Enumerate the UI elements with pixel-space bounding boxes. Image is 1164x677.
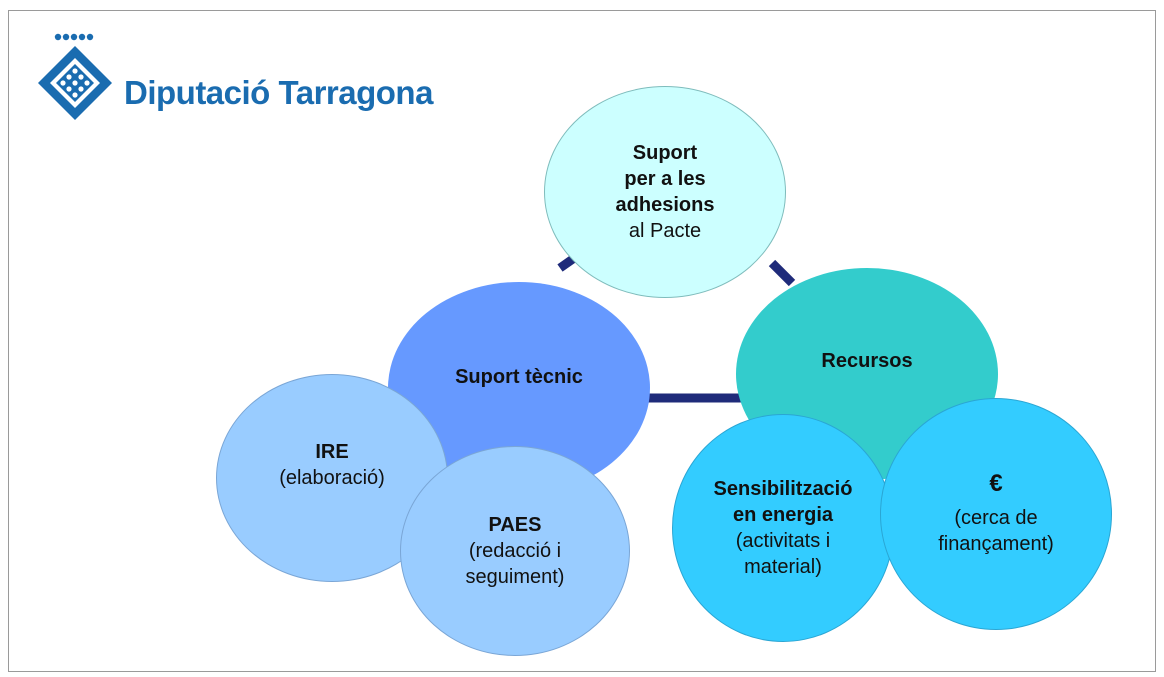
brand-name: Diputació Tarragona [124,74,433,111]
node-paes-sub2: seguiment) [465,566,565,588]
node-suport-adhesions: Suport per a les adhesions al Pacte [544,86,786,298]
logo-dots-icon [54,33,94,41]
node-adhesions-line3: adhesions [615,194,715,216]
node-recursos-title: Recursos [821,350,913,372]
node-sensibilitzacio-sub2: material) [744,556,822,578]
node-paes-sub1: (redacció i [468,540,562,562]
node-adhesions-line2: per a les [624,168,706,190]
node-financament: € (cerca de finançament) [880,398,1112,630]
brand-logo: Diputació Tarragona [36,32,476,142]
node-sensibilitzacio-sub1: (activitats i [735,530,831,552]
node-financament-title: € [989,470,1003,497]
node-sensibilitzacio-title2: en energia [732,504,834,526]
node-sensibilitzacio-title1: Sensibilització [713,478,853,500]
node-financament-sub1: (cerca de [954,507,1038,529]
node-adhesions-line4: al Pacte [628,220,702,242]
node-tecnic-title: Suport tècnic [455,366,583,388]
node-ire-title: IRE [315,441,349,463]
node-paes: PAES (redacció i seguiment) [400,446,630,656]
node-financament-sub2: finançament) [938,533,1054,555]
diputacio-diamond-logo-icon [38,46,112,120]
node-paes-title: PAES [488,514,542,536]
connector-adhesions-recursos [768,259,796,287]
node-sensibilitzacio: Sensibilització en energia (activitats i… [672,414,894,642]
node-ire-sub: (elaboració) [279,467,385,489]
node-adhesions-line1: Suport [632,142,698,164]
